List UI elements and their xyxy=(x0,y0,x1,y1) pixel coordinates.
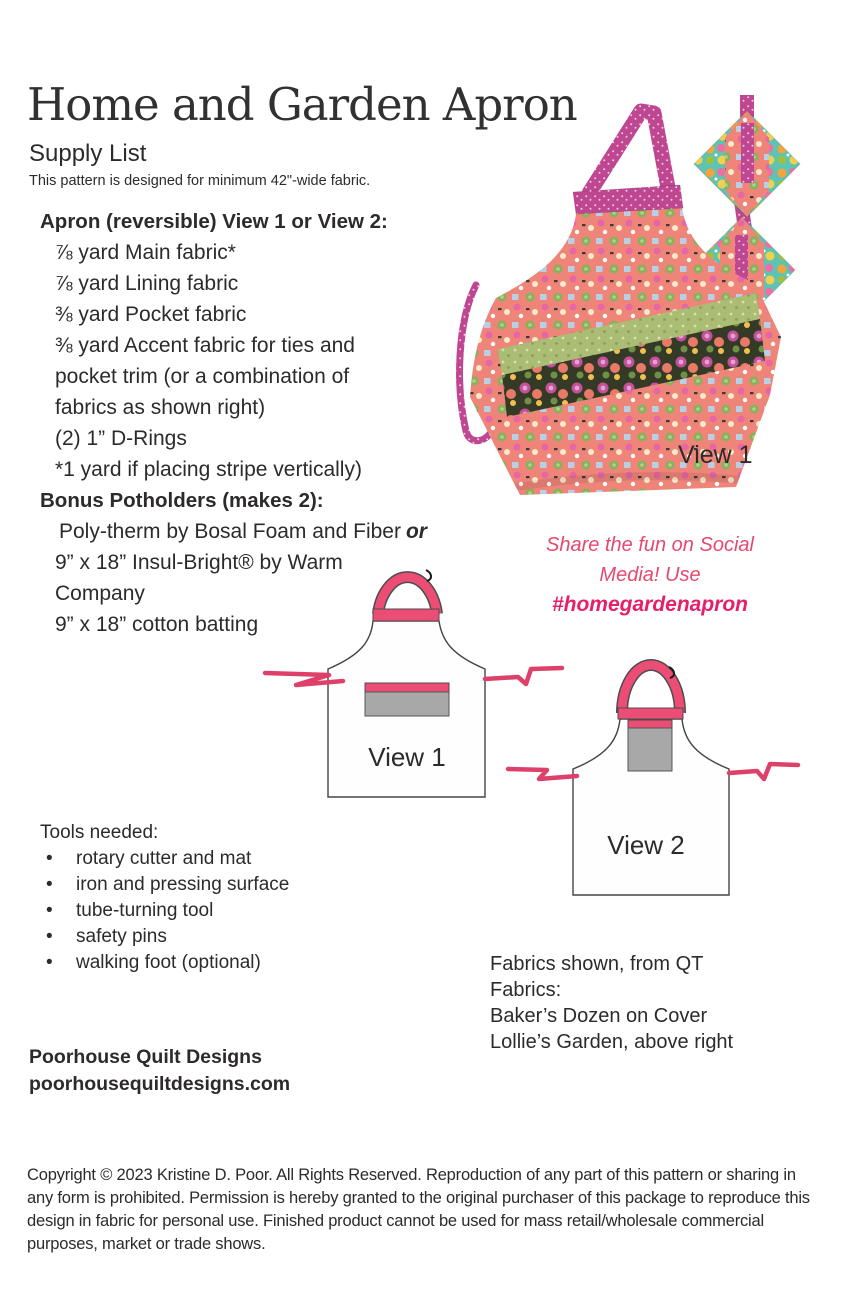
bullet-icon: • xyxy=(46,926,53,947)
supply-item: ⅞ yard Lining fabric xyxy=(55,272,239,295)
supply-item: Company xyxy=(55,582,145,605)
tool-label: iron and pressing surface xyxy=(76,874,290,895)
company-name: Poorhouse Quilt Designs xyxy=(29,1046,262,1068)
copyright-text: Copyright © 2023 Kristine D. Poor. All R… xyxy=(27,1166,810,1253)
view1-neck-strap xyxy=(373,572,442,615)
fabrics-note-line: Lollie’s Garden, above right xyxy=(490,1031,734,1053)
apron-supplies-heading: Apron (reversible) View 1 or View 2: xyxy=(40,210,388,233)
supply-item: ⅜ yard Pocket fabric xyxy=(55,303,247,326)
view1-bib-band xyxy=(372,608,440,622)
apron-photo-pocket-trim-green xyxy=(498,293,760,375)
tools-heading: Tools needed: xyxy=(40,822,159,843)
tool-label: safety pins xyxy=(76,926,167,947)
social-line: Share the fun on Social xyxy=(546,534,754,556)
tool-item: • tube-turning tool xyxy=(40,898,360,924)
view2-diagram: View 2 xyxy=(505,659,801,896)
page-title: Home and Garden Apron xyxy=(27,78,578,131)
supply-item: *1 yard if placing stripe vertically) xyxy=(55,458,362,481)
tools-list: Tools needed: • rotary cutter and mat • … xyxy=(40,820,360,976)
supply-item: 9” x 18” Insul-Bright® by Warm xyxy=(55,551,343,574)
supply-item: ⅞ yard Main fabric* xyxy=(55,241,236,264)
social-hashtag: #homegardenapron xyxy=(551,593,749,616)
view1-pocket-trim xyxy=(364,682,450,693)
bullet-icon: • xyxy=(46,900,53,921)
view1-right-tie xyxy=(482,665,565,687)
apron-photo-bib-band xyxy=(572,184,684,215)
fabric-width-note: This pattern is designed for minimum 42"… xyxy=(29,173,371,189)
page-subtitle: Supply List xyxy=(29,140,147,167)
tool-label: tube-turning tool xyxy=(76,900,214,921)
view2-diagram-label: View 2 xyxy=(607,830,685,860)
view2-left-tie xyxy=(505,766,580,782)
view1-diagram-label: View 1 xyxy=(368,742,446,772)
company-block: Poorhouse Quilt Designs poorhousequiltde… xyxy=(29,1044,290,1098)
social-media-callout: Share the fun on Social Media! Use #home… xyxy=(505,530,795,620)
fabrics-note-line: Fabrics shown, from QT xyxy=(490,953,704,975)
apron-photo-neck-strap xyxy=(579,103,677,203)
tool-label: rotary cutter and mat xyxy=(76,848,252,869)
tool-item: • iron and pressing surface xyxy=(40,872,360,898)
potholders-supplies-heading: Bonus Potholders (makes 2): xyxy=(40,489,324,512)
bullet-icon: • xyxy=(46,848,53,869)
potholder-1 xyxy=(693,95,801,218)
tool-item: • rotary cutter and mat xyxy=(40,846,360,872)
bullet-icon: • xyxy=(46,874,53,895)
view1-left-tie xyxy=(262,670,346,688)
tool-item: • safety pins xyxy=(40,924,360,950)
supply-item: 9” x 18” cotton batting xyxy=(55,613,259,636)
fabrics-note-line: Fabrics: xyxy=(490,979,562,1001)
supply-item: (2) 1” D-Rings xyxy=(55,427,187,450)
tool-label: walking foot (optional) xyxy=(76,952,261,973)
tool-item: • walking foot (optional) xyxy=(40,950,360,976)
view2-pocket-trim xyxy=(627,719,673,729)
view2-neck-strap xyxy=(617,660,685,714)
supply-item: fabrics as shown right) xyxy=(55,396,266,419)
fabrics-note: Fabrics shown, from QT Fabrics: Baker’s … xyxy=(490,951,820,1055)
view2-right-tie xyxy=(726,761,801,782)
view2-apron-body xyxy=(572,718,730,896)
view2-pocket xyxy=(627,727,673,772)
view1-diagram: View 1 xyxy=(262,569,565,798)
potholder-batting-option: Poly-therm by Bosal Foam and Fiber xyxy=(59,520,401,543)
potholder-hanging-loop xyxy=(740,95,754,117)
view2-strap-curl xyxy=(668,666,675,679)
view2-bib-band xyxy=(617,707,684,720)
supply-item: ⅜ yard Accent fabric for ties and xyxy=(55,334,355,357)
or-conjunction: or xyxy=(405,520,427,543)
company-website: poorhousequiltdesigns.com xyxy=(29,1073,291,1095)
supply-list: Apron (reversible) View 1 or View 2: ⅞ y… xyxy=(40,206,480,640)
view1-strap-curl xyxy=(425,569,432,582)
fabrics-note-line: Baker’s Dozen on Cover xyxy=(490,1005,708,1027)
apron-photo xyxy=(456,95,801,495)
bullet-icon: • xyxy=(46,952,53,973)
photo-view-label: View 1 xyxy=(678,441,753,469)
view1-pocket xyxy=(364,691,450,717)
apron-photo-pocket-floral-band xyxy=(502,319,765,417)
apron-diagrams: View 1 View 2 xyxy=(262,569,801,896)
supply-item: pocket trim (or a combination of xyxy=(55,365,350,388)
social-line: Media! Use xyxy=(599,564,701,586)
